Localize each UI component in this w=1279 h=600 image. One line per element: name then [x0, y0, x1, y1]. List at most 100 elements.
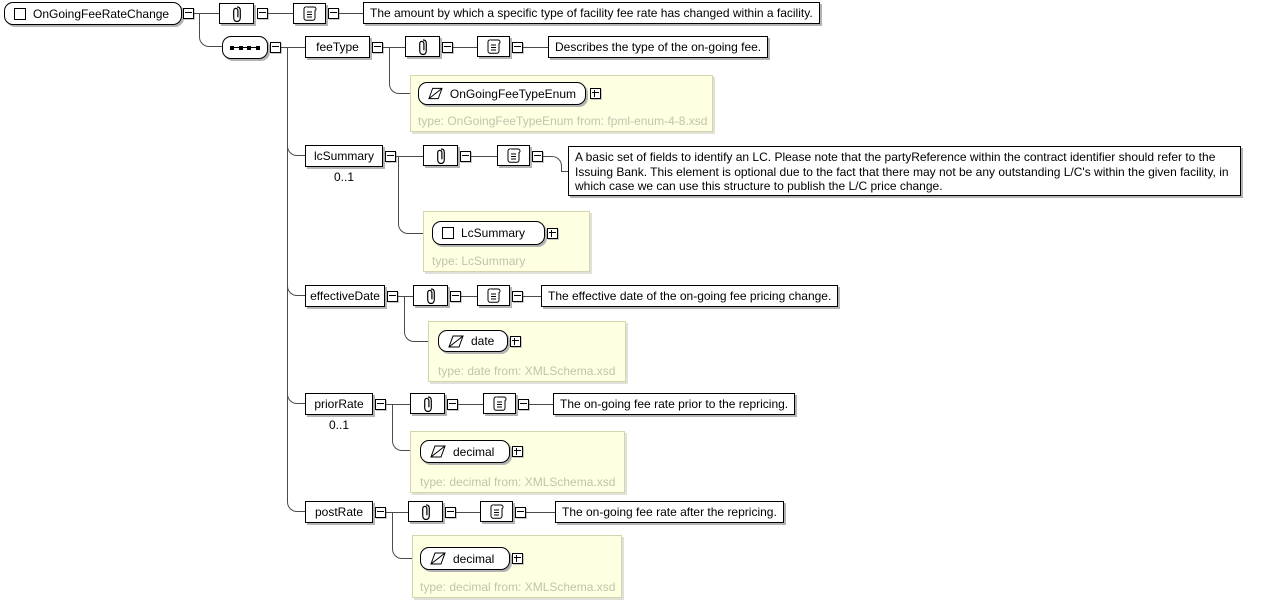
collapse-toggle[interactable] — [372, 42, 383, 53]
collapse-toggle[interactable] — [375, 507, 386, 518]
collapse-toggle[interactable] — [512, 42, 523, 53]
paperclip-icon — [436, 147, 445, 164]
collapse-toggle[interactable] — [328, 8, 339, 19]
annotation-box[interactable] — [477, 36, 510, 57]
expand-toggle[interactable] — [512, 446, 523, 457]
collapse-toggle[interactable] — [387, 291, 398, 302]
annotation-text-box: Describes the type of the on-going fee. — [548, 36, 769, 58]
annotation-box[interactable] — [477, 285, 510, 306]
annotation-box[interactable] — [480, 501, 513, 522]
simple-type-icon — [430, 445, 446, 458]
element-box-feetype[interactable]: feeType — [305, 36, 370, 58]
connector-line — [456, 512, 480, 513]
type-note: type: OnGoingFeeTypeEnum from: fpml-enum… — [418, 114, 707, 128]
element-box-priorrate[interactable]: priorRate — [305, 393, 373, 415]
annotation-box[interactable] — [293, 3, 326, 24]
connector-line — [529, 404, 553, 405]
type-note-text: type: decimal from: XMLSchema.xsd — [420, 580, 616, 594]
type-node-decimal[interactable]: decimal — [420, 547, 510, 570]
collapse-toggle[interactable] — [270, 42, 281, 53]
expand-toggle[interactable] — [547, 228, 558, 239]
simple-type-icon — [448, 335, 464, 347]
cardinality-text: 0..1 — [328, 418, 349, 432]
connector-line — [461, 296, 477, 297]
simple-type-icon — [428, 87, 443, 100]
connector-line — [561, 171, 568, 172]
connector-elbow — [287, 284, 305, 296]
element-label: postRate — [314, 505, 364, 519]
type-label: decimal — [453, 444, 495, 459]
annotation-text: The effective date of the on-going fee p… — [548, 289, 832, 303]
connector-elbow — [392, 512, 412, 559]
type-node-lcsummary[interactable]: LcSummary — [432, 221, 545, 245]
collapse-toggle[interactable] — [257, 8, 268, 19]
element-box-postrate[interactable]: postRate — [305, 501, 373, 523]
annotation-box[interactable] — [483, 393, 516, 414]
connector-line — [523, 296, 541, 297]
scroll-icon — [303, 6, 317, 21]
collapse-toggle[interactable] — [518, 399, 529, 410]
collapse-toggle[interactable] — [512, 291, 523, 302]
root-element-label: OnGoingFeeRateChange — [33, 6, 170, 21]
connector-elbow — [389, 47, 410, 94]
annotation-text: The on-going fee rate after the repricin… — [562, 505, 777, 519]
type-note-text: type: LcSummary — [432, 254, 526, 268]
connector-elbow — [287, 392, 305, 404]
root-annotation-text: The amount by which a specific type of f… — [363, 2, 820, 24]
type-note: type: LcSummary — [432, 254, 525, 268]
type-note-text: type: decimal from: XMLSchema.xsd — [420, 475, 616, 489]
type-label: date — [471, 334, 495, 348]
attributes-box[interactable] — [219, 3, 254, 24]
connector-elbow — [398, 156, 423, 234]
type-node-ongoingfeetypeenum[interactable]: OnGoingFeeTypeEnum — [418, 82, 586, 105]
root-element-node[interactable]: OnGoingFeeRateChange — [4, 2, 182, 25]
connector-elbow — [287, 144, 305, 156]
paperclip-icon — [423, 395, 432, 412]
type-label: OnGoingFeeTypeEnum — [449, 86, 576, 101]
collapse-toggle[interactable] — [450, 291, 461, 302]
connector-line — [281, 47, 305, 48]
annotation-text-box: A basic set of fields to identify an LC.… — [568, 146, 1241, 196]
type-note: type: decimal from: XMLSchema.xsd — [420, 475, 615, 489]
scroll-icon — [493, 396, 507, 411]
collapse-toggle[interactable] — [183, 8, 194, 19]
scroll-icon — [487, 39, 501, 54]
expand-toggle[interactable] — [590, 88, 601, 99]
expand-toggle[interactable] — [512, 553, 523, 564]
cardinality-label: 0..1 — [305, 418, 373, 432]
collapse-toggle[interactable] — [460, 151, 471, 162]
paperclip-icon — [232, 5, 241, 22]
type-node-decimal[interactable]: decimal — [420, 440, 510, 463]
sequence-compositor-node[interactable] — [222, 36, 268, 59]
connector-elbow — [543, 156, 562, 171]
collapse-toggle[interactable] — [515, 507, 526, 518]
collapse-toggle[interactable] — [442, 42, 453, 53]
attributes-box[interactable] — [408, 501, 443, 522]
connector-trunk — [287, 47, 288, 500]
collapse-toggle[interactable] — [375, 399, 386, 410]
type-note-text: type: date from: XMLSchema.xsd — [438, 364, 616, 378]
attributes-box[interactable] — [423, 145, 458, 166]
element-label: priorRate — [314, 397, 364, 411]
annotation-text: The amount by which a specific type of f… — [370, 6, 813, 20]
element-box-effectivedate[interactable]: effectiveDate — [305, 285, 385, 307]
dotted-sequence-icon — [230, 44, 260, 51]
cardinality-text: 0..1 — [333, 170, 354, 184]
connector-line — [526, 512, 555, 513]
annotation-text-box: The on-going fee rate after the repricin… — [555, 501, 784, 523]
attributes-box[interactable] — [410, 393, 445, 414]
connector-elbow — [404, 296, 428, 342]
connector-line — [458, 404, 483, 405]
collapse-toggle[interactable] — [532, 151, 543, 162]
type-label: LcSummary — [461, 226, 526, 240]
element-box-lcsummary[interactable]: lcSummary — [305, 145, 383, 167]
collapse-toggle[interactable] — [447, 399, 458, 410]
expand-toggle[interactable] — [510, 336, 521, 347]
collapse-toggle[interactable] — [385, 151, 396, 162]
attributes-box[interactable] — [405, 36, 440, 57]
collapse-toggle[interactable] — [445, 507, 456, 518]
annotation-text: The on-going fee rate prior to the repri… — [560, 397, 789, 411]
annotation-box[interactable] — [497, 145, 530, 166]
type-node-date[interactable]: date — [438, 330, 508, 352]
